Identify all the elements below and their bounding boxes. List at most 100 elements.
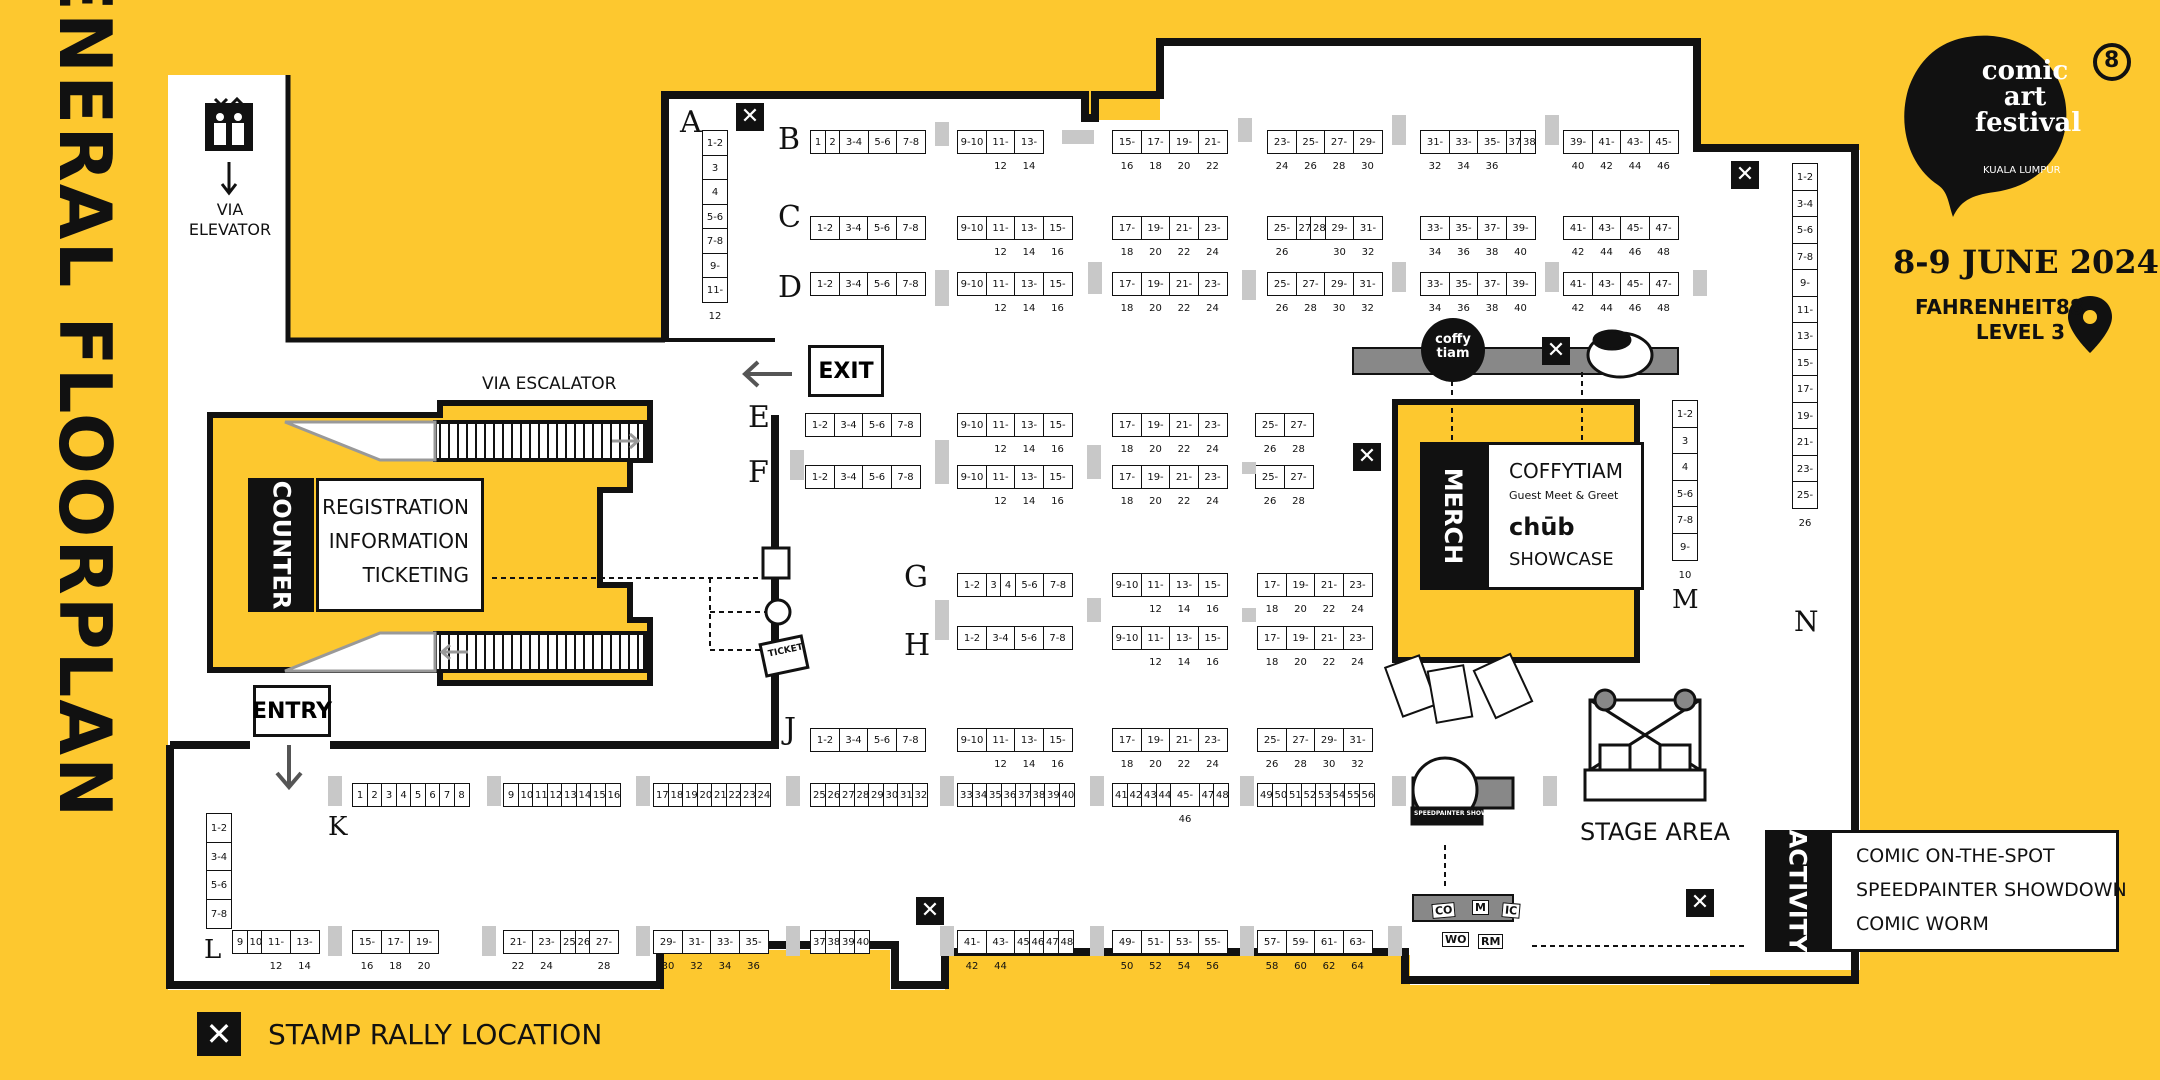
pillar xyxy=(1392,115,1406,145)
booth-g-1-2: 1-2 xyxy=(957,573,987,597)
stage-icon xyxy=(1583,688,1707,802)
booth-d-9-10: 9-10 xyxy=(957,272,987,296)
merch-label: MERCH xyxy=(1420,442,1486,590)
stamp-rally-marker: ✕ xyxy=(916,897,944,925)
booth-k-30: 30 xyxy=(882,783,899,807)
booth-f-1-2: 1-2 xyxy=(805,465,835,489)
booth-n-3-4: 3-4 xyxy=(1792,189,1818,218)
booth-j-9-10: 9-10 xyxy=(957,728,987,752)
pillar xyxy=(1062,130,1094,144)
booth-e-5-6: 5-6 xyxy=(862,413,892,437)
booth-c-43-44: 43-44 xyxy=(1591,216,1622,258)
booth-l-43-44: 43-44 xyxy=(985,930,1016,972)
booth-k-33: 33 xyxy=(957,783,973,807)
pillar xyxy=(935,600,949,640)
booth-c-5-6: 5-6 xyxy=(867,216,897,240)
booth-b-45-46: 45-46 xyxy=(1648,130,1679,172)
merch-coffytiam: COFFYTIAM xyxy=(1509,459,1623,483)
booth-e-3-4: 3-4 xyxy=(833,413,864,437)
booth-e-9-10: 9-10 xyxy=(957,413,987,437)
booth-b-23-24: 23-24 xyxy=(1267,130,1297,172)
pillar xyxy=(636,776,650,806)
row-label-a: A xyxy=(680,105,702,140)
booth-h-3-4: 3-4 xyxy=(985,626,1016,650)
booth-h-23-24: 23-24 xyxy=(1342,626,1373,668)
stamp-rally-marker: ✕ xyxy=(1353,443,1381,471)
booth-n-7-8: 7-8 xyxy=(1792,242,1818,271)
pillar xyxy=(482,926,496,956)
merch-info: COFFYTIAM Guest Meet & Greet chūb SHOWCA… xyxy=(1486,442,1644,590)
booth-f-23-24: 23-24 xyxy=(1197,465,1228,507)
booth-c-25-26: 25-26 xyxy=(1267,216,1297,258)
booth-b-41-42: 41-42 xyxy=(1591,130,1622,172)
stamp-rally-marker: ✕ xyxy=(736,103,764,131)
stamp-rally-label: STAMP RALLY LOCATION xyxy=(268,1018,603,1051)
booth-l-5-6: 5-6 xyxy=(206,870,232,900)
booth-k-35: 35 xyxy=(986,783,1002,807)
merch-cards-icon xyxy=(1383,652,1534,724)
elevator-arrow xyxy=(220,162,238,196)
booth-k-9: 9 xyxy=(503,783,519,807)
booth-b-15-16: 15-16 xyxy=(1112,130,1142,172)
booth-c-47-48: 47-48 xyxy=(1648,216,1679,258)
comic-worm-rm: RM xyxy=(1478,934,1504,949)
booth-k-56: 56 xyxy=(1358,783,1375,807)
row-label-l: L xyxy=(204,935,222,965)
stage-area-label: STAGE AREA xyxy=(1580,818,1731,846)
booth-k-21: 21 xyxy=(711,783,727,807)
booth-h-5-6: 5-6 xyxy=(1014,626,1044,650)
booth-k-8: 8 xyxy=(453,783,470,807)
booth-c-33-34: 33-34 xyxy=(1420,216,1450,258)
row-label-c: C xyxy=(778,200,801,235)
booth-d-3-4: 3-4 xyxy=(838,272,869,296)
booth-b-7-8: 7-8 xyxy=(896,130,926,154)
counter-ramp-top xyxy=(284,420,437,462)
booth-m-4: 4 xyxy=(1672,453,1698,481)
booth-d-15-16: 15-16 xyxy=(1042,272,1073,314)
booth-b-27-28: 27-28 xyxy=(1324,130,1354,172)
wall-left-upper xyxy=(285,75,665,343)
logo-text: comic art festival xyxy=(1975,56,2082,138)
row-label-m: M xyxy=(1672,585,1699,615)
booth-l-19-20: 19-20 xyxy=(409,930,439,972)
booth-j-25-26: 25-26 xyxy=(1257,728,1287,770)
booth-e-23-24: 23-24 xyxy=(1197,413,1228,455)
booth-e-25-26: 25-26 xyxy=(1255,413,1285,455)
pillar xyxy=(1088,262,1102,294)
booth-e-7-8: 7-8 xyxy=(890,413,921,437)
pillar xyxy=(487,776,501,806)
booth-l-48: 48 xyxy=(1057,930,1074,954)
logo-city: KUALA LUMPUR xyxy=(1983,165,2061,176)
booth-a-5-6: 5-6 xyxy=(702,203,728,230)
coffy-logo-text: coffy tiam xyxy=(1435,332,1471,361)
row-label-n: N xyxy=(1794,605,1819,638)
booth-h-9-10: 9-10 xyxy=(1112,626,1142,650)
stamp-rally-marker: ✕ xyxy=(1542,337,1570,365)
booth-l-21-22: 21-22 xyxy=(503,930,533,972)
booth-h-19-20: 19-20 xyxy=(1285,626,1316,668)
logo-badge xyxy=(2093,43,2131,81)
booth-e-13-14: 13-14 xyxy=(1014,413,1044,455)
booth-n-17-18: 17-18 xyxy=(1792,375,1818,423)
booth-j-23-24: 23-24 xyxy=(1197,728,1228,770)
row-label-h: H xyxy=(904,628,931,663)
pillar xyxy=(935,122,949,146)
